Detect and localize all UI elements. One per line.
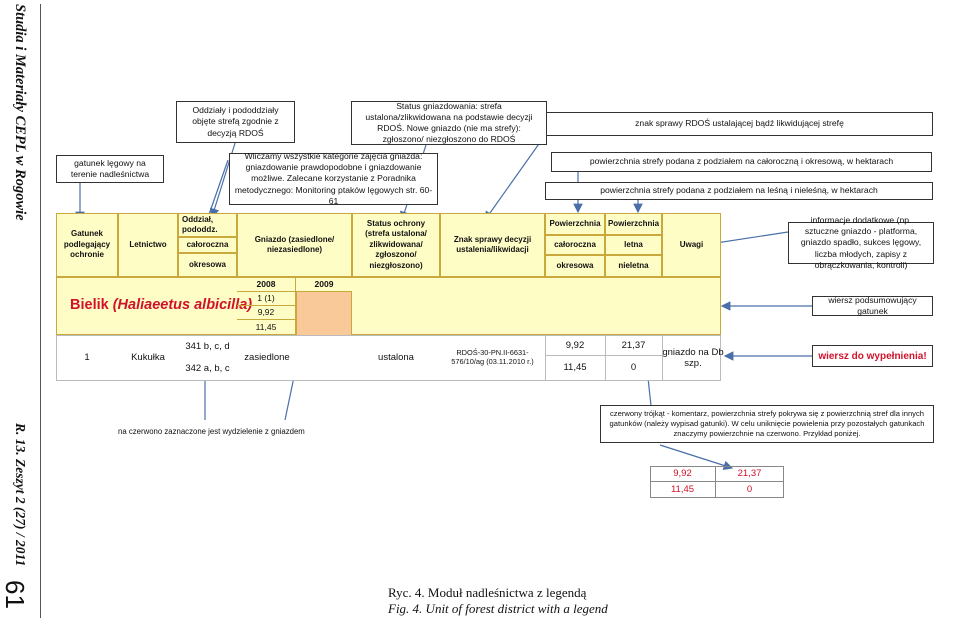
col-pow1-calo: całoroczna bbox=[545, 235, 605, 255]
callout-na-czerwono: na czerwono zaznaczone jest wydzielenie … bbox=[118, 427, 305, 436]
callout-znak: znak sprawy RDOŚ ustalającej bądź likwid… bbox=[546, 112, 933, 136]
summary-val-calo: 9,92 bbox=[237, 306, 296, 320]
col-pow2-label: Powierzchnia bbox=[607, 218, 660, 228]
callout-wypelnienia-text: wiersz do wypełnienia! bbox=[818, 350, 927, 362]
callout-pow-lesna: powierzchnia strefy podana z podziałem n… bbox=[545, 182, 933, 200]
col-pow2-nieletna: nieletna bbox=[605, 255, 662, 277]
row-lp: 1 bbox=[84, 352, 90, 364]
callout-wiersz-podsum: wiersz podsumowujący gatunek bbox=[812, 294, 933, 316]
callout-gatunek-na-terenie: gatunek lęgowy na terenie nadleśnictwa bbox=[56, 155, 164, 183]
col-gatunek-label: Gatunek podlegający ochronie bbox=[63, 229, 111, 260]
row-pow-okres: 11,45 bbox=[563, 362, 587, 374]
col-pow2: Powierzchnia bbox=[605, 213, 662, 235]
example-b: 21,37 bbox=[716, 467, 783, 482]
callout-status: Status gniazdowania: strefa ustalona/zli… bbox=[351, 101, 547, 145]
summary-val-okres: 11,45 bbox=[237, 320, 296, 335]
col-pow2-nieletna-label: nieletna bbox=[618, 260, 649, 270]
journal-issue: R. 13. Zeszyt 2 (27) / 2011 bbox=[13, 423, 28, 567]
example-c: 11,45 bbox=[650, 482, 716, 497]
col-status: Status ochrony (strefa ustalona/ zlikwid… bbox=[352, 213, 440, 277]
row-grid-v1 bbox=[545, 335, 546, 381]
example-table bbox=[650, 466, 784, 498]
callout-znak-text: znak sprawy RDOŚ ustalającej bądź likwid… bbox=[635, 118, 844, 129]
row-uwagi: gniazdo na Db szp. bbox=[662, 346, 724, 369]
col-status-label: Status ochrony (strefa ustalona/ zlikwid… bbox=[365, 219, 427, 270]
page-number: 61 bbox=[0, 580, 30, 609]
row-pow-calo: 9,92 bbox=[545, 336, 605, 356]
row-oddz-2: 342 a, b, c bbox=[185, 363, 230, 375]
row-pow-nieletna: 0 bbox=[630, 362, 637, 374]
callout-oddzialy: Oddziały i pododdziały objęte strefą zgo… bbox=[176, 101, 295, 143]
callout-kategorie: Wliczamy wszystkie kategorie zajęcia gni… bbox=[229, 151, 438, 206]
col-uwagi: Uwagi bbox=[662, 213, 721, 277]
summary-year-2009: 2009 bbox=[296, 277, 352, 292]
callout-pow-lesna-text: powierzchnia strefy podana z podziałem n… bbox=[600, 185, 878, 196]
species-latin: (Haliaeetus albicilla) bbox=[112, 297, 253, 313]
callout-informacje-text: informacje dodatkowe (np. sztuczne gniaz… bbox=[800, 215, 922, 270]
col-oddzial-okres: okresowa bbox=[178, 253, 237, 277]
caption-pl: Ryc. 4. Moduł nadleśnictwa z legendą bbox=[388, 585, 587, 600]
col-pow2-letna: letna bbox=[605, 235, 662, 255]
example-a: 9,92 bbox=[650, 467, 716, 482]
col-pow1-okres: okresowa bbox=[545, 255, 605, 277]
col-pow1: Powierzchnia bbox=[545, 213, 605, 235]
table-summary-band bbox=[56, 277, 721, 335]
col-pow1-label: Powierzchnia bbox=[549, 218, 601, 228]
callout-czerwony-text: czerwony trójkąt - komentarz, powierzchn… bbox=[609, 409, 925, 438]
row-grid-v3 bbox=[662, 335, 663, 381]
row-znak: RDOŚ-30-PN.II-6631-576/10/ag (03.11.2010… bbox=[451, 348, 534, 366]
journal-title: Studia i Materiały CEPL w Rogowie bbox=[12, 4, 28, 221]
summary-highlight bbox=[296, 292, 352, 335]
callout-kategorie-text: Wliczamy wszystkie kategorie zajęcia gni… bbox=[234, 151, 433, 206]
row-grid-v2 bbox=[605, 335, 606, 381]
col-gatunek: Gatunek podlegający ochronie bbox=[56, 213, 118, 277]
row-status: ustalona bbox=[378, 352, 414, 364]
callout-oddzialy-text: Oddziały i pododdziały objęte strefą zgo… bbox=[192, 105, 279, 138]
col-znak-label: Znak sprawy decyzji ustalenia/likwidacji bbox=[453, 234, 532, 254]
col-uwagi-label: Uwagi bbox=[679, 239, 704, 249]
callout-pow-calo: powierzchnia strefy podana z podziałem n… bbox=[551, 152, 932, 172]
species-name: Bielik (Haliaeetus albicilla) bbox=[70, 297, 252, 313]
summary-year-2008: 2008 bbox=[237, 277, 296, 292]
callout-informacje: informacje dodatkowe (np. sztuczne gniaz… bbox=[788, 215, 934, 270]
col-pow1-calo-label: całoroczna bbox=[554, 239, 596, 249]
callout-podsum-text: wiersz podsumowujący gatunek bbox=[828, 294, 917, 316]
col-oddzial: Oddział, pododdz. bbox=[178, 213, 237, 237]
col-letnictwo-label: Letnictwo bbox=[129, 239, 167, 249]
callout-status-text: Status gniazdowania: strefa ustalona/zli… bbox=[365, 100, 533, 145]
col-pow1-okres-label: okresowa bbox=[556, 260, 594, 270]
col-oddzial-calo-label: całoroczna bbox=[186, 239, 229, 249]
species-common: Bielik bbox=[70, 297, 109, 313]
summary-val-count: 1 (1) bbox=[237, 292, 296, 306]
col-gniazdo-label: Gniazdo (zasiedlone/ niezasiedlone) bbox=[254, 234, 335, 254]
row-gniazdo: zasiedlone bbox=[244, 352, 290, 364]
sidebar-divider bbox=[40, 4, 41, 618]
row-oddz-1: 341 b, c, d bbox=[185, 341, 230, 353]
col-znak: Znak sprawy decyzji ustalenia/likwidacji bbox=[440, 213, 545, 277]
caption-en: Fig. 4. Unit of forest district with a l… bbox=[388, 601, 608, 616]
col-pow2-letna-label: letna bbox=[624, 239, 643, 249]
callout-wiersz-wypelnienia: wiersz do wypełnienia! bbox=[812, 345, 933, 367]
callout-pow-calo-text: powierzchnia strefy podana z podziałem n… bbox=[589, 156, 894, 167]
example-d: 0 bbox=[746, 483, 753, 495]
data-row bbox=[56, 335, 721, 381]
callout-gatunek-text: gatunek lęgowy na terenie nadleśnictwa bbox=[70, 157, 150, 179]
col-letnictwo: Letnictwo bbox=[118, 213, 178, 277]
row-letnictwo: Kukułka bbox=[131, 352, 165, 364]
col-oddzial-calo: całoroczna bbox=[178, 237, 237, 253]
callout-czerwony: czerwony trójkąt - komentarz, powierzchn… bbox=[600, 405, 934, 443]
arrow-czerwony-2 bbox=[659, 444, 734, 471]
col-oddzial-label: Oddział, pododdz. bbox=[182, 214, 218, 234]
row-pow-letna: 21,37 bbox=[605, 336, 662, 356]
col-gniazdo: Gniazdo (zasiedlone/ niezasiedlone) bbox=[237, 213, 352, 277]
col-oddzial-okres-label: okresowa bbox=[189, 259, 226, 269]
